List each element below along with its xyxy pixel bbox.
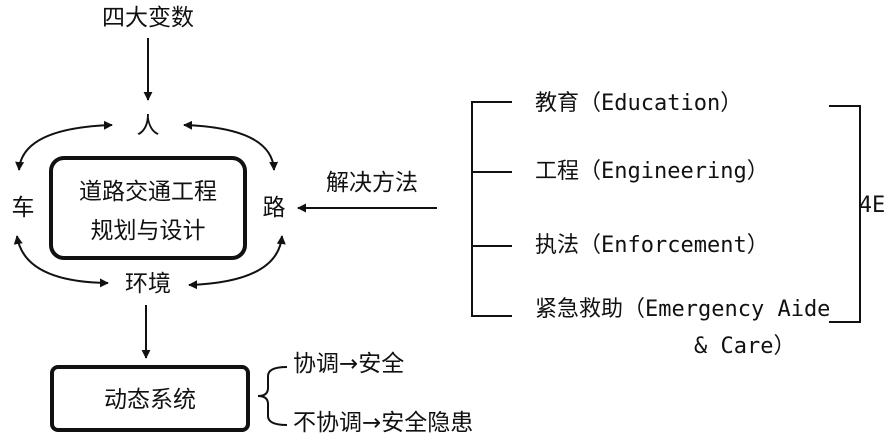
method-emergency: 紧急救助（Emergency Aide bbox=[535, 297, 830, 322]
system-box bbox=[50, 365, 250, 432]
method-engineering: 工程（Engineering） bbox=[535, 159, 769, 184]
system-box-label: 动态系统 bbox=[104, 387, 196, 413]
arrow-vehicle-person bbox=[15, 120, 113, 171]
group-label-4e: 4E bbox=[859, 193, 886, 218]
arrow-environment-road bbox=[188, 235, 286, 290]
node-environment: 环境 bbox=[125, 271, 171, 297]
node-person: 人 bbox=[137, 113, 160, 139]
methods-right-bracket bbox=[829, 105, 861, 323]
center-box-line2: 规划与设计 bbox=[91, 218, 206, 244]
node-vehicle: 车 bbox=[12, 195, 35, 221]
method-emergency-line2: & Care） bbox=[694, 334, 795, 359]
node-road: 路 bbox=[263, 195, 286, 221]
arrow-vehicle-environment bbox=[13, 235, 109, 288]
methods-left-bracket bbox=[471, 101, 512, 317]
center-box bbox=[49, 156, 247, 260]
method-education: 教育（Education） bbox=[535, 91, 742, 116]
method-enforcement: 执法（Enforcement） bbox=[535, 233, 769, 258]
outcome-bracket bbox=[257, 366, 288, 426]
arrow-person-road bbox=[183, 120, 279, 171]
outcome-uncoordinated: 不协调→安全隐患 bbox=[293, 410, 473, 436]
center-box-line1: 道路交通工程 bbox=[79, 179, 217, 205]
solution-label: 解决方法 bbox=[326, 170, 418, 196]
outcome-coordinated: 协调→安全 bbox=[293, 351, 404, 377]
top-label: 四大变数 bbox=[102, 5, 194, 31]
